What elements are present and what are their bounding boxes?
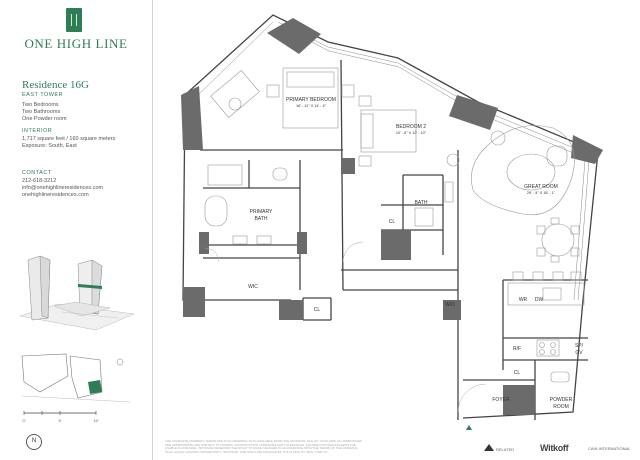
kitchen-range-line1: SP/ [575, 343, 584, 349]
scale-tick-10: 10' [93, 418, 98, 423]
brand-logo-icon [66, 8, 82, 32]
interior-area: 1,717 square feet / 160 square meters [22, 136, 116, 142]
partner-cain: CAIN INTERNATIONAL [588, 446, 631, 451]
tower-label: EAST TOWER [22, 92, 64, 98]
site-plan-map [21, 353, 131, 403]
room-bath: BATH [415, 200, 428, 206]
bedroom-count: Two Bedrooms [22, 102, 59, 108]
building-diagram [19, 255, 135, 331]
room-closet-bath: CL [389, 219, 396, 225]
room-powder-line1: POWDER [550, 397, 573, 403]
room-bedroom-2: BEDROOM 2 [396, 124, 426, 130]
kitchen-dishwasher: DW [535, 297, 544, 303]
room-closet-kitchen: CL [514, 370, 521, 376]
interior-label: INTERIOR [22, 128, 53, 134]
legal-disclaimer: THE COMPLETE OFFERING TERMS ARE IN AN OF… [165, 439, 363, 454]
bathroom-count: Two Bathrooms [22, 109, 61, 115]
brand-name: ONE HIGH LINE [24, 36, 128, 51]
scale-bar: 0' 5' 10' [23, 411, 99, 423]
residence-title: Residence 16G [22, 79, 89, 91]
room-powder-line2: ROOM [553, 404, 569, 410]
room-primary-bedroom: PRIMARY BEDROOM [286, 97, 336, 103]
contact-label: CONTACT [22, 170, 52, 176]
partner-witkoff: Witkoff [540, 443, 569, 453]
room-wic: WIC [248, 284, 258, 290]
powder-room-count: One Powder room [22, 116, 67, 122]
room-foyer: FOYER [492, 397, 510, 403]
compass-north-icon: N [26, 434, 42, 450]
info-sidebar: ONE HIGH LINE Residence 16G EAST TOWER T… [0, 0, 152, 460]
room-closet-hall: CL [314, 307, 321, 313]
exposure-text: Exposure: South, East [22, 143, 77, 149]
related-logo-icon [484, 444, 494, 451]
divider [152, 0, 153, 460]
kitchen-wine-refrigerator: WR [519, 297, 528, 303]
room-primary-bedroom-dimensions: 16' - 11" X 14' - 4" [296, 104, 327, 108]
contact-website[interactable]: onehighlineresidences.com [22, 192, 89, 198]
kitchen-refrigerator: R/F [513, 346, 521, 352]
partner-related: RELATED [496, 447, 515, 452]
contact-phone[interactable]: 212-618-3212 [22, 178, 57, 184]
scale-tick-5: 5' [59, 418, 62, 423]
room-primary-bath-line1: PRIMARY [250, 209, 273, 215]
room-primary-bath-line2: BATH [255, 216, 268, 222]
room-great-room-dimensions: 29' - 4" X 18' - 1" [527, 191, 556, 195]
kitchen-range-line2: OV [575, 350, 583, 356]
room-bedroom-2-dimensions: 10' - 6" X 12' - 10" [396, 131, 427, 135]
room-great-room: GREAT ROOM [524, 184, 558, 190]
room-washer-dryer: W/D [445, 302, 455, 308]
contact-email[interactable]: info@onehighlineresidences.com [22, 185, 104, 191]
floorplan: PRIMARY BEDROOM 16' - 11" X 14' - 4" BED… [181, 14, 603, 420]
scale-tick-0: 0' [23, 418, 26, 423]
entry-arrow-icon [466, 425, 472, 430]
